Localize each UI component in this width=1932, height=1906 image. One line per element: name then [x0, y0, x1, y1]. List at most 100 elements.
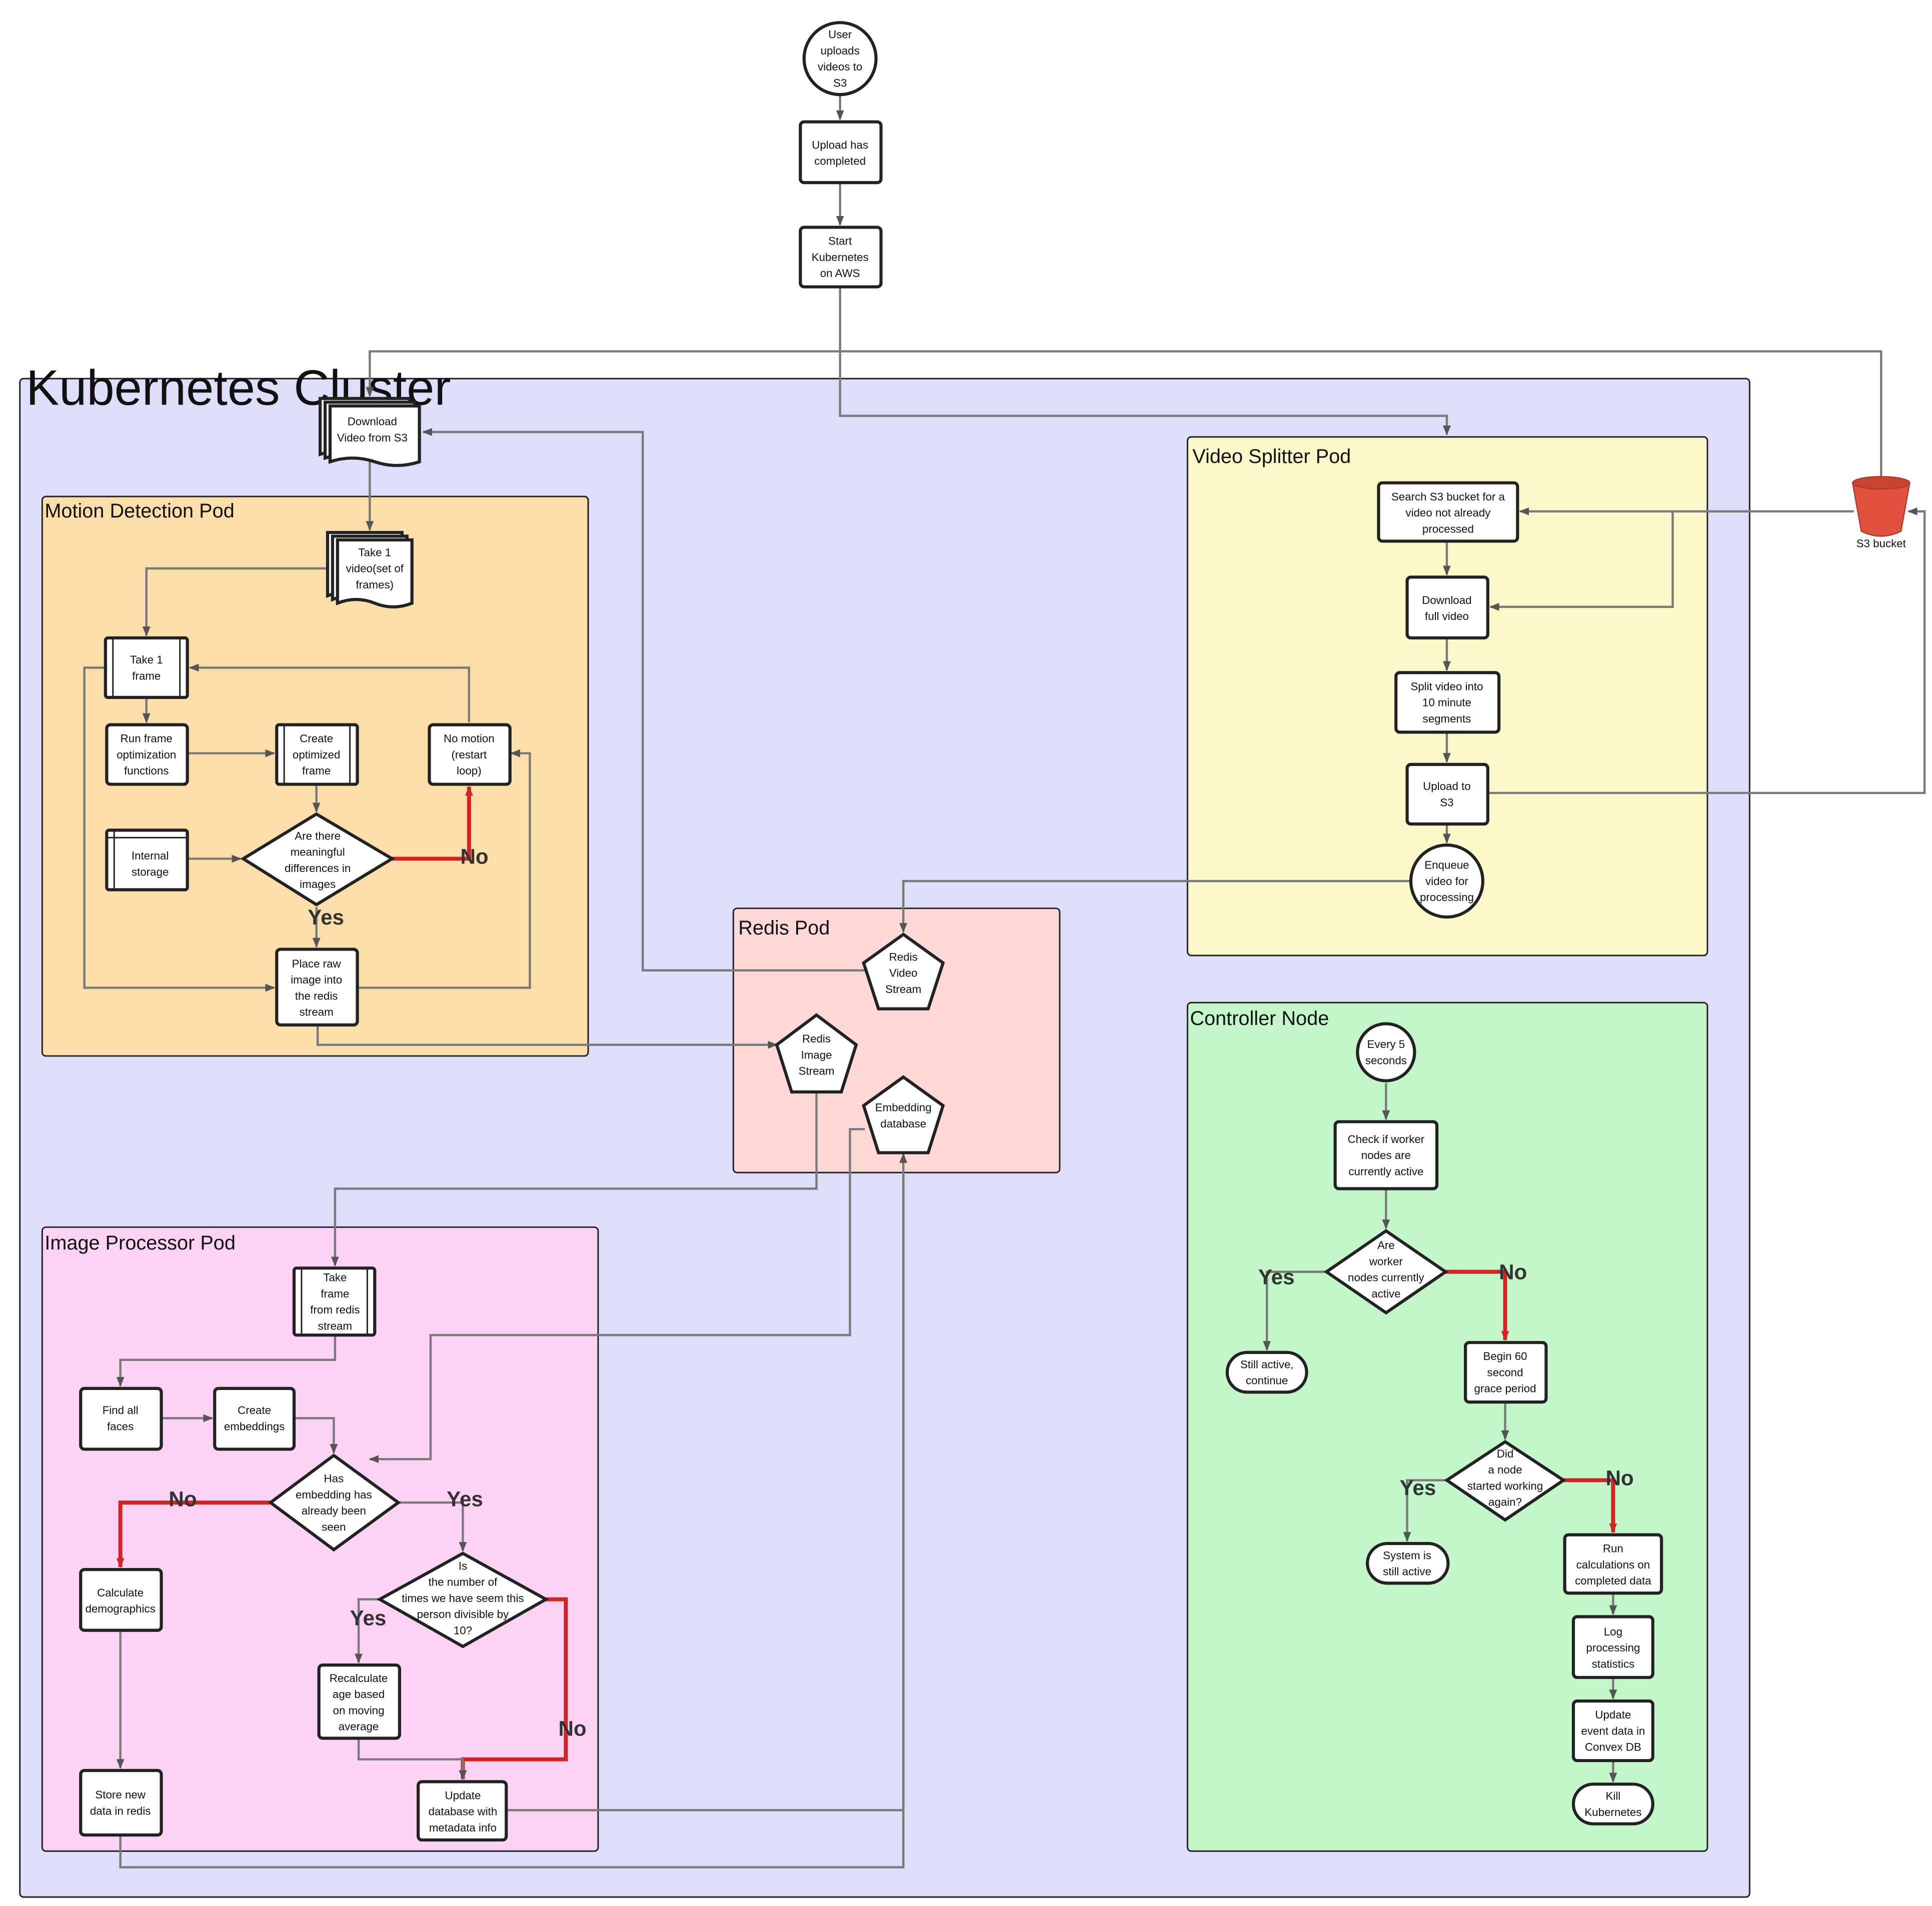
node-label-line: Download: [1422, 594, 1471, 606]
node-label-line: already been: [302, 1504, 366, 1517]
redis-image-stream-node[interactable]: [775, 1013, 858, 1094]
edge-update-db-to-embedding: [506, 1152, 908, 1812]
embedding-database-node[interactable]: [862, 1075, 945, 1154]
edge-embedding-to-has-seen: [369, 1128, 865, 1464]
update-database-node[interactable]: [417, 1780, 508, 1842]
label-no-did-node: No: [1605, 1466, 1633, 1490]
system-still-active-terminal[interactable]: [1366, 1542, 1450, 1585]
node-label-line: System is: [1383, 1549, 1431, 1562]
split-video-node[interactable]: [1394, 671, 1501, 734]
node-label-line: on moving: [333, 1704, 385, 1716]
take-video-node[interactable]: [326, 530, 414, 608]
node-label-line: Update: [1595, 1708, 1631, 1721]
edge-diff-no-to-no-motion: [392, 786, 473, 861]
edge-place-raw-to-no-motion: [359, 749, 531, 989]
upload-to-s3-node[interactable]: [1405, 762, 1489, 826]
are-workers-active-decision[interactable]: [1323, 1228, 1448, 1315]
store-new-data-node[interactable]: [79, 1768, 163, 1837]
check-workers-node[interactable]: [1333, 1120, 1439, 1190]
node-label-line: functions: [124, 764, 169, 777]
take-frame-node[interactable]: [104, 636, 189, 700]
find-all-faces-node[interactable]: [79, 1386, 163, 1451]
edge-did-node-yes-to-system: [1403, 1479, 1447, 1542]
edge-labels: No Yes No Yes Yes No Yes No Yes No: [169, 844, 1633, 1740]
edge-take-frame-to-place-raw: [83, 666, 276, 992]
node-label-line: image into: [291, 974, 342, 986]
node-label-line: worker: [1369, 1255, 1403, 1268]
still-active-terminal[interactable]: [1225, 1350, 1308, 1394]
log-statistics-node[interactable]: [1571, 1615, 1654, 1680]
user-upload-node[interactable]: [802, 21, 878, 96]
node-label-line: frames): [356, 578, 394, 591]
node-label-line: still active: [1383, 1566, 1431, 1578]
take-frame-from-redis-node[interactable]: [292, 1266, 377, 1337]
node-label-line: full video: [1425, 610, 1469, 622]
no-motion-node[interactable]: [428, 723, 512, 786]
create-embeddings-node[interactable]: [213, 1386, 296, 1451]
run-calculations-node[interactable]: [1563, 1533, 1663, 1595]
node-label-line: Has: [324, 1472, 344, 1485]
node-label-line: 10 minute: [1422, 696, 1471, 709]
place-raw-image-node[interactable]: [275, 948, 359, 1027]
divisible-by-10-decision[interactable]: [376, 1552, 550, 1648]
download-full-video-node[interactable]: [1405, 576, 1489, 640]
meaningful-differences-decision[interactable]: [240, 812, 396, 906]
edge-enqueue-to-redis-video: [899, 880, 1411, 933]
label-yes-divisible: Yes: [350, 1606, 387, 1630]
node-label-line: loop): [457, 764, 482, 777]
edge-create-emb-to-has-seen: [294, 1417, 338, 1454]
s3-bucket-icon[interactable]: [1851, 476, 1910, 537]
controller-node-title: Controller Node: [1190, 1008, 1329, 1030]
node-label-line: S3: [1440, 796, 1453, 808]
did-node-start-decision[interactable]: [1444, 1440, 1566, 1522]
node-label-line: storage: [132, 866, 169, 878]
edge-has-seen-no-to-calc-demo: [116, 1500, 271, 1568]
edge-recalc-to-update-db: [357, 1738, 467, 1780]
download-video-node[interactable]: [319, 396, 421, 468]
upload-completed-node[interactable]: [799, 120, 883, 184]
search-s3-node[interactable]: [1377, 481, 1519, 543]
edge-place-raw-to-redis-image: [316, 1024, 778, 1049]
node-label-line: User: [828, 28, 852, 41]
node-label-line: age based: [333, 1688, 385, 1700]
internal-storage-node[interactable]: [105, 828, 189, 892]
calculate-demographics-node[interactable]: [79, 1568, 163, 1632]
node-label-line: times we have seem this: [402, 1592, 524, 1604]
update-event-data-node[interactable]: [1571, 1699, 1654, 1762]
node-label-line: started working: [1467, 1480, 1543, 1492]
node-label-line: No motion: [444, 732, 495, 745]
node-label-line: frame: [132, 670, 161, 682]
kill-kubernetes-terminal[interactable]: [1571, 1782, 1654, 1826]
create-optimized-frame-node[interactable]: [275, 723, 359, 786]
node-label-line: calculations on: [1576, 1558, 1650, 1571]
node-label-line: Create: [238, 1404, 271, 1416]
embedding-seen-decision[interactable]: [268, 1453, 401, 1552]
node-label-line: completed data: [1575, 1574, 1651, 1587]
recalculate-age-node[interactable]: [317, 1664, 402, 1740]
node-label-line: processing: [1420, 891, 1474, 904]
edge-did-node-no-to-run-calc: [1563, 1478, 1617, 1534]
start-kubernetes-node[interactable]: [799, 226, 883, 288]
enqueue-video-node[interactable]: [1409, 844, 1484, 919]
node-label-line: event data in: [1581, 1724, 1645, 1737]
begin-grace-period-node[interactable]: [1464, 1340, 1548, 1404]
node-label-line: images: [300, 878, 336, 890]
run-optimization-node[interactable]: [105, 723, 189, 786]
node-label-line: a node: [1488, 1464, 1522, 1476]
edge-s3-to-download-video: [366, 350, 1882, 477]
node-label-line: data in redis: [90, 1804, 151, 1817]
redis-video-stream-node[interactable]: [862, 932, 945, 1010]
every-5-seconds-node[interactable]: [1356, 1022, 1416, 1082]
label-yes-has-seen: Yes: [447, 1488, 483, 1511]
